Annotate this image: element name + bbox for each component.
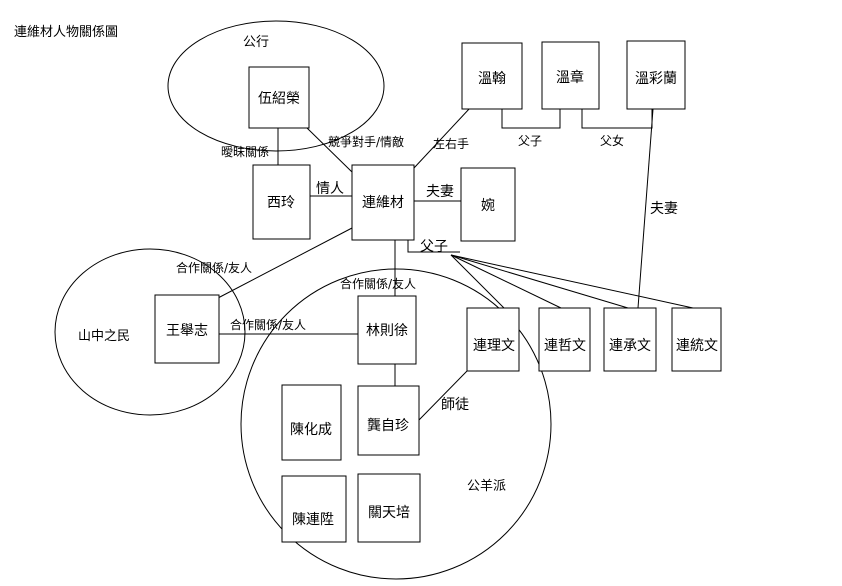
edge-label-fatherdaughter: 父女 — [600, 133, 624, 148]
node-wencailan: 溫彩蘭 — [626, 40, 686, 110]
node-liantongwen: 連統文 — [671, 307, 722, 372]
node-label-liantongwen: 連統文 — [676, 338, 718, 354]
node-lianzhewen: 連哲文 — [538, 307, 591, 372]
node-box-wangjuzhi — [154, 294, 220, 364]
edge-line-fatherson-bracket — [407, 240, 460, 253]
node-label-lianliwen: 連理文 — [473, 338, 515, 354]
node-label-wangjuzhi: 王舉志 — [166, 322, 208, 339]
node-label-wu: 伍紹榮 — [258, 91, 300, 107]
node-box-chenlianseng — [281, 475, 347, 543]
node-label-guantianpei: 關天培 — [368, 505, 410, 521]
edge-label-lover: 情人 — [316, 181, 344, 197]
node-box-lianchengwen — [603, 307, 657, 372]
group-circle-gongyang — [240, 268, 552, 580]
edge-label-coop-lian-wang: 合作關係/友人 — [176, 260, 252, 275]
node-box-lianliwen — [466, 307, 520, 372]
node-label-lianzhewen: 連哲文 — [544, 338, 586, 354]
edge-label-coop-wang-lin: 合作關係/友人 — [230, 317, 306, 332]
group-label-gongyang: 公羊派 — [467, 478, 506, 494]
node-lianchengwen: 連承文 — [603, 307, 657, 372]
edge-label-righthand: 左右手 — [433, 136, 469, 151]
node-xiling: 西玲 — [252, 164, 311, 240]
node-chenhuacheng: 陳化成 — [281, 384, 342, 461]
node-box-liantongwen — [671, 307, 722, 372]
edge-line-wu-lian — [306, 127, 353, 173]
edge-line-father-lianchengwen — [450, 254, 629, 309]
edge-line-gongzizhen-lianliwen — [418, 370, 468, 421]
node-box-wencailan — [626, 40, 686, 110]
node-label-wan: 婉 — [481, 198, 495, 214]
node-box-wan — [460, 167, 516, 242]
node-gongzizhen: 龔自珍 — [357, 385, 420, 456]
edge-line-father-lianzhewen — [450, 254, 562, 309]
edge-line-wenzhang-wencailan — [581, 109, 653, 129]
edge-label-fatherson-wen: 父子 — [518, 134, 542, 148]
diagram-title: 連維材人物關係圖 — [14, 25, 118, 40]
edge-label-ambiguous: 曖昧關係 — [221, 145, 269, 159]
group-circle-shanzhong — [54, 248, 246, 416]
node-label-wenhan: 溫翰 — [478, 71, 506, 87]
node-label-wenzhang: 溫章 — [556, 69, 584, 86]
node-wenzhang: 溫章 — [541, 41, 600, 110]
node-label-lianchengwen: 連承文 — [609, 338, 651, 354]
node-linzexu: 林則徐 — [357, 295, 417, 365]
node-box-guantianpei — [357, 473, 421, 543]
edge-lines — [217, 107, 694, 421]
node-label-xiling: 西玲 — [267, 195, 295, 211]
node-label-wencailan: 溫彩蘭 — [635, 71, 677, 87]
edge-line-lian-wangjuzhi — [217, 227, 353, 299]
edge-label-spouse-lian-wan: 夫妻 — [426, 184, 454, 200]
node-lian: 連維材 — [351, 164, 415, 241]
node-box-wu — [248, 66, 310, 129]
node-label-lian: 連維材 — [362, 195, 404, 211]
edge-line-father-lianliwen — [450, 254, 505, 309]
node-label-chenhuacheng: 陳化成 — [290, 422, 332, 438]
node-chenlianseng: 陳連陞 — [281, 475, 347, 543]
node-box-lian — [351, 164, 415, 241]
group-label-shanzhong: 山中之民 — [78, 329, 130, 344]
node-box-wenhan — [461, 42, 523, 110]
edge-label-rival: 競爭對手/情敵 — [328, 134, 404, 149]
node-label-gongzizhen: 龔自珍 — [367, 417, 409, 434]
edge-label-coop-lian-lin: 合作關係/友人 — [340, 276, 416, 291]
edge-label-spouse-cailan: 夫妻 — [650, 201, 678, 217]
edge-line-lian-wenhan — [413, 107, 471, 169]
node-wenhan: 溫翰 — [461, 42, 523, 110]
node-label-linzexu: 林則徐 — [366, 323, 408, 339]
edge-line-wenhan-wenzhang — [501, 109, 561, 129]
node-box-lianzhewen — [538, 307, 591, 372]
node-box-chenhuacheng — [281, 384, 342, 461]
node-lianliwen: 連理文 — [466, 307, 520, 372]
edge-line-father-liantongwen — [450, 254, 694, 309]
node-wan: 婉 — [460, 167, 516, 242]
edge-label-fatherson-lian: 父子 — [420, 239, 448, 255]
node-box-xiling — [252, 164, 311, 240]
edge-label-mentor: 師徒 — [441, 397, 469, 413]
edge-line-wencailan-lianchengwen — [637, 108, 654, 309]
group-label-gongxing: 公行 — [243, 35, 269, 50]
node-box-gongzizhen — [357, 385, 420, 456]
node-guantianpei: 關天培 — [357, 473, 421, 543]
group-circle-gongxing — [167, 20, 385, 152]
node-wangjuzhi: 王舉志 — [154, 294, 220, 364]
node-box-wenzhang — [541, 41, 600, 110]
node-box-linzexu — [357, 295, 417, 365]
node-label-chenlianseng: 陳連陞 — [292, 512, 334, 528]
node-wu: 伍紹榮 — [248, 66, 310, 129]
